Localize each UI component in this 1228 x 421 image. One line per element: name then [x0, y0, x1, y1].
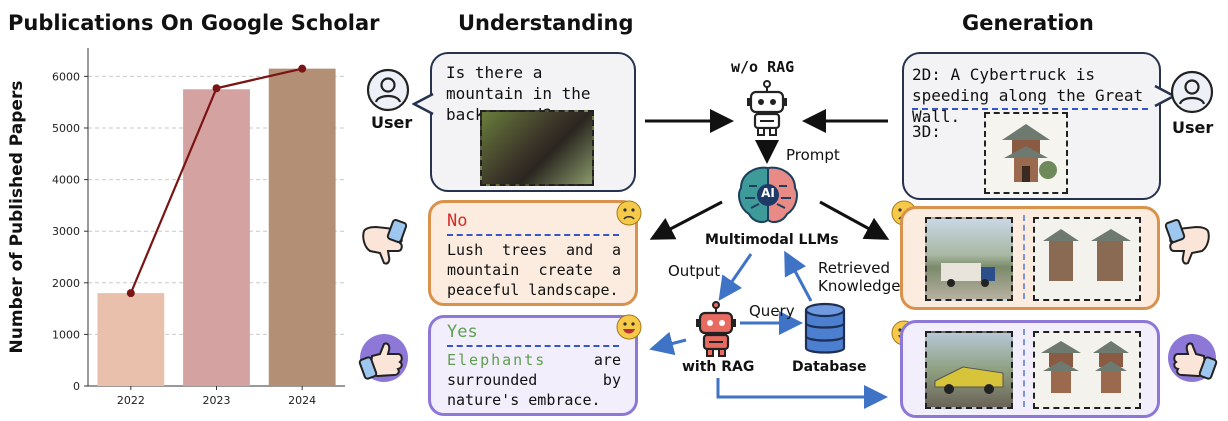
x-tick-label: 2024: [288, 394, 316, 407]
trend-point-2024: [298, 64, 307, 73]
prompt-divider: [912, 108, 1148, 110]
prompt-2d-text: 2D: A Cybertruck is speeding along the G…: [912, 65, 1144, 126]
y-tick-label: 2000: [52, 277, 80, 290]
answer-yes-body: Elephants are surrounded by nature's emb…: [447, 350, 621, 410]
thumbs-up-icon: [358, 332, 410, 384]
pagoda-image: [984, 112, 1068, 194]
brain-icon: AI: [735, 164, 801, 226]
thumbs-up-icon: [1166, 332, 1218, 384]
bar-chart: 0 1000 2000 3000 4000 5000 6000 2022 2023 2024 Num…: [7, 48, 345, 407]
trend-point-2022: [126, 289, 135, 298]
x-tick-label: 2022: [117, 394, 145, 407]
y-axis-label: Number of Published Papers: [7, 81, 27, 354]
bubble-tail-left: [412, 92, 434, 116]
arrow-database-to-mllm: [784, 250, 813, 302]
understanding-title: Understanding: [458, 11, 634, 35]
answer-yes-head: Yes: [447, 322, 478, 342]
query-label: Query: [749, 302, 795, 320]
mllm-label: Multimodal LLMs: [705, 232, 839, 248]
user-icon: [366, 68, 410, 112]
y-tick-label: 3000: [52, 225, 80, 238]
answer-yes-divider: [447, 345, 619, 347]
bar-2022: [97, 293, 165, 386]
answer-no-panel: No Lush trees and a mountain create a pe…: [428, 200, 638, 306]
database-label: Database: [792, 359, 867, 375]
retrieved-label: Retrieved Knowledge: [818, 259, 901, 295]
elephant-image: [480, 110, 594, 186]
answer-yes-rest: are surrounded by nature's embrace.: [447, 351, 621, 409]
cybertruck-image: [925, 331, 1013, 409]
question-bubble: Is there a mountain in the background?: [430, 52, 636, 192]
truck-image: [925, 217, 1013, 301]
trend-point-2023: [212, 84, 221, 93]
thumbs-down-icon: [1164, 217, 1214, 267]
answer-no-divider: [447, 234, 619, 236]
ai-text: AI: [761, 186, 775, 200]
y-tick-label: 5000: [52, 122, 80, 135]
right-user-label: User: [1172, 118, 1214, 137]
chart-title: Publications On Google Scholar: [8, 11, 380, 35]
pagoda-bad-image: [1033, 217, 1141, 301]
robot-icon: [743, 80, 791, 136]
y-tick-label: 6000: [52, 70, 80, 83]
generation-prompt-bubble: 2D: A Cybertruck is speeding along the G…: [902, 52, 1161, 200]
y-tick-label: 0: [73, 380, 80, 393]
rag-robot-icon: [692, 301, 740, 357]
arrow-mllm-to-generation: [819, 200, 890, 240]
sad-face-icon: [616, 200, 642, 226]
arrow-rag-to-yes: [649, 331, 687, 356]
output-label: Output: [668, 262, 721, 280]
arrow-rag-to-generation: [716, 378, 888, 409]
prompt-3d-label: 3D:: [912, 122, 941, 141]
database-icon: [803, 302, 847, 356]
thumbs-down-icon: [358, 217, 408, 267]
answer-no-head: No: [447, 211, 468, 231]
y-tick-label: 1000: [52, 328, 80, 341]
wo-rag-label: w/o RAG: [731, 58, 795, 76]
pagoda-good-image: [1033, 331, 1141, 409]
left-user-label: User: [371, 113, 413, 132]
generation-good-separator: [1023, 329, 1025, 407]
arrow-mllm-to-with-rag: [718, 253, 753, 301]
generation-bad-panel: [900, 206, 1160, 310]
happy-face-icon: [616, 314, 642, 340]
generation-good-panel: [900, 320, 1160, 418]
bar-2024: [268, 68, 336, 386]
arrow-mllm-to-no: [649, 200, 723, 240]
generation-bad-separator: [1023, 215, 1025, 299]
prompt-label: Prompt: [786, 146, 840, 164]
answer-no-body: Lush trees and a mountain create a peace…: [447, 241, 621, 299]
user-icon: [1170, 70, 1214, 114]
generation-title: Generation: [962, 11, 1094, 35]
answer-yes-panel: Yes Elephants are surrounded by nature's…: [428, 315, 638, 416]
x-tick-label: 2023: [203, 394, 231, 407]
y-tick-label: 4000: [52, 174, 80, 187]
with-rag-label: with RAG: [682, 359, 755, 375]
answer-yes-highlight: Elephants: [447, 351, 547, 369]
